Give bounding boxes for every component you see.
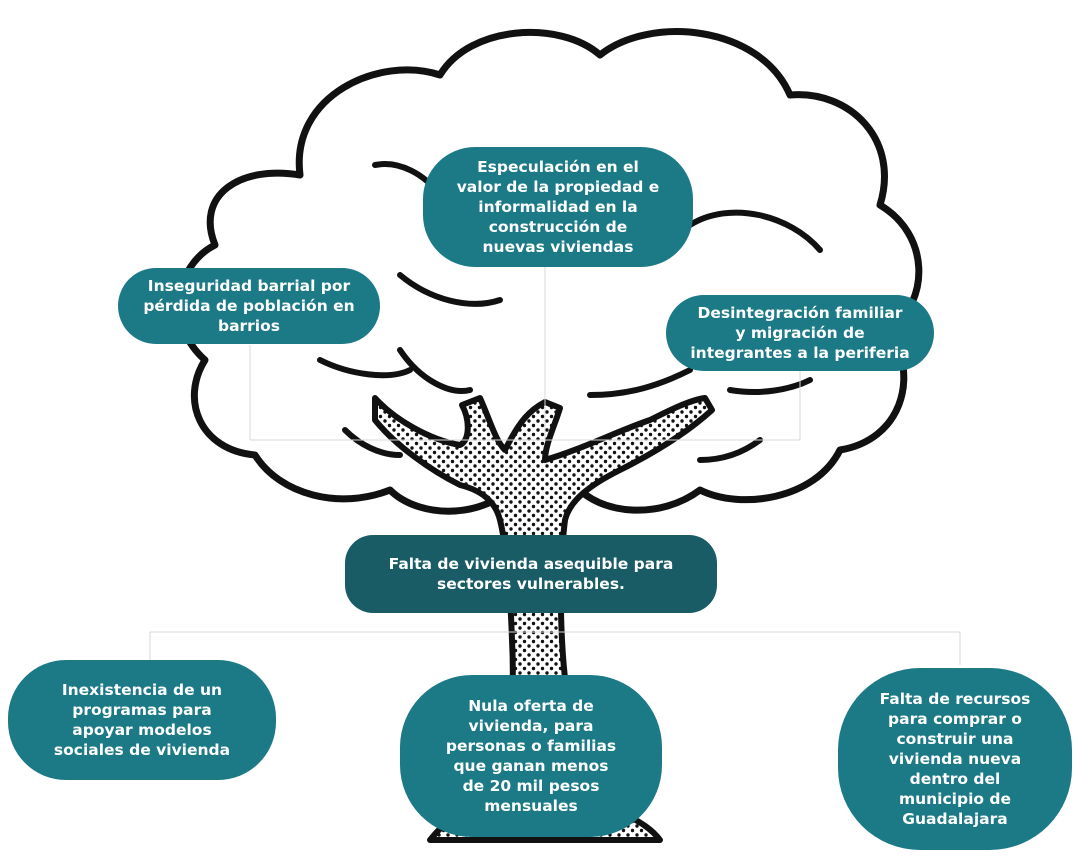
cause-center-box: Nula oferta de vivienda, para personas o… xyxy=(400,675,662,837)
effect-left-box: Inseguridad barrial por pérdida de pobla… xyxy=(118,268,380,344)
cause-right-box: Falta de recursos para comprar o constru… xyxy=(838,668,1072,850)
connector-lines xyxy=(149,265,961,665)
effect-top-box: Especulación en el valor de la propiedad… xyxy=(423,147,693,267)
cause-left-box: Inexistencia de un programas para apoyar… xyxy=(8,660,276,780)
central-problem-box: Falta de vivienda asequible para sectore… xyxy=(345,535,717,613)
canopy-strokes xyxy=(252,161,823,463)
effect-right-box: Desintegración familiar y migración de i… xyxy=(666,295,934,371)
tree-trunk xyxy=(372,395,715,843)
